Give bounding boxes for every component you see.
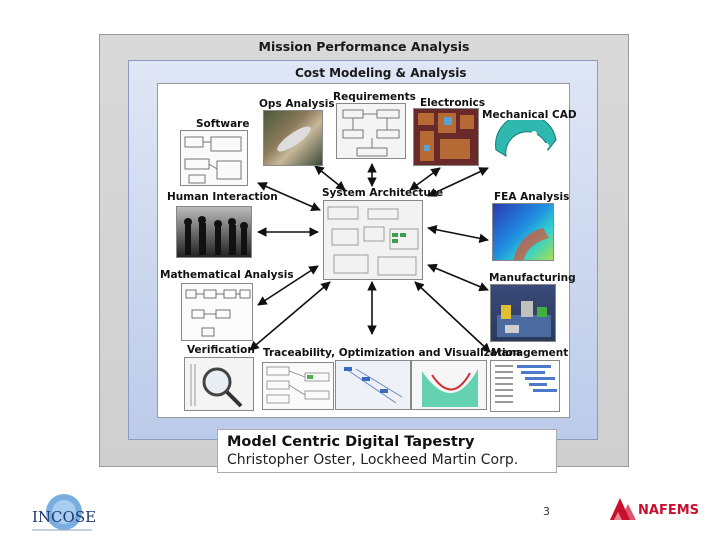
page-number: 3 (543, 505, 550, 518)
label-management: Management (491, 347, 569, 359)
incose-logo-text: INCOSE (32, 508, 96, 526)
electronics-image (413, 108, 479, 166)
software-image (180, 130, 248, 186)
manufacturing-image (490, 284, 556, 342)
human-interaction-image (176, 206, 252, 258)
label-mathematical-analysis: Mathematical Analysis (160, 269, 294, 281)
nafems-logo: NAFEMS (608, 494, 704, 522)
label-verification: Verification (187, 344, 255, 356)
label-human-interaction: Human Interaction (167, 191, 278, 203)
magnifier-icon (202, 367, 232, 397)
label-requirements: Requirements (333, 91, 416, 103)
requirements-image (336, 103, 406, 159)
mechanical-cad-image (490, 120, 566, 180)
label-fea-analysis: FEA Analysis (494, 191, 570, 203)
label-traceability: Traceability, Optimization and Visualiza… (263, 347, 521, 359)
caption-title: Model Centric Digital Tapestry (227, 434, 475, 450)
label-manufacturing: Manufacturing (489, 272, 576, 284)
label-mechanical-cad: Mechanical CAD (482, 109, 577, 121)
incose-logo: INCOSE (28, 492, 96, 536)
label-software: Software (196, 118, 250, 130)
mission-performance-title: Mission Performance Analysis (258, 39, 470, 54)
traceability-image-3 (411, 360, 487, 410)
label-ops-analysis: Ops Analysis (259, 98, 335, 110)
traceability-image-1 (262, 362, 334, 410)
traceability-image-2 (335, 360, 411, 410)
management-image (490, 360, 560, 412)
fea-analysis-image (492, 203, 554, 261)
system-architecture-image (323, 200, 423, 280)
caption-box: Model Centric Digital Tapestry Christoph… (217, 429, 557, 473)
mathematical-analysis-image (181, 283, 253, 341)
caption-author: Christopher Oster, Lockheed Martin Corp. (227, 452, 519, 468)
verification-image (184, 357, 254, 411)
nafems-logo-text: NAFEMS (638, 503, 699, 518)
label-electronics: Electronics (420, 97, 486, 109)
ops-analysis-image (263, 110, 323, 166)
cost-modeling-title: Cost Modeling & Analysis (295, 66, 467, 80)
label-system-architecture: System Architecture (322, 187, 444, 199)
